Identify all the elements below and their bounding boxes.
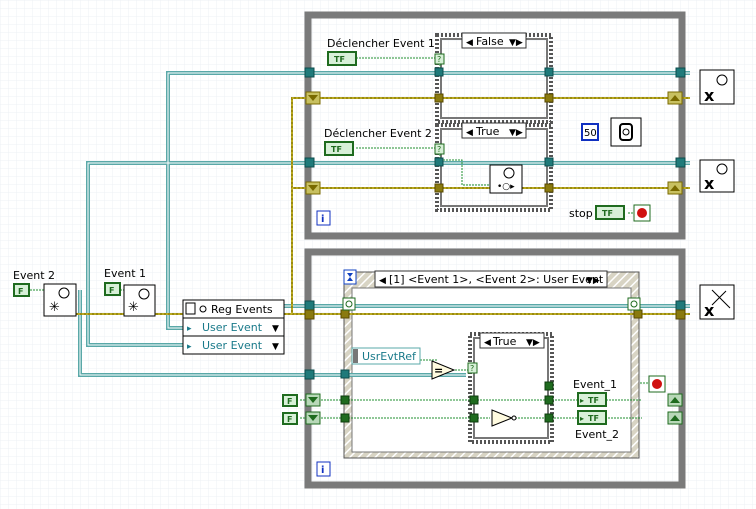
destroy-user-event-1-icon[interactable]: x <box>699 69 735 105</box>
svg-text:▸: ▸ <box>187 342 192 352</box>
shift-register-right-1[interactable] <box>667 91 683 105</box>
error-wires-dotted <box>74 97 690 315</box>
usr-evt-ref-node[interactable]: UsrEvtRef <box>351 347 421 365</box>
event2-constant-f: F <box>18 287 23 296</box>
event-data-node[interactable] <box>342 297 356 311</box>
svg-text:▸: ▸ <box>187 324 192 334</box>
svg-text:▼: ▼ <box>272 324 279 334</box>
svg-text:▼: ▼ <box>272 342 279 352</box>
iteration-terminal-bottom-label: i <box>321 465 324 476</box>
reg-events-input-1: User Event <box>202 321 263 334</box>
event2-label: Event 2 <box>13 269 55 282</box>
event1-constant[interactable]: F <box>104 282 121 296</box>
event1-indicator-tf: TF <box>588 396 599 405</box>
decl-event-2-control[interactable]: TF <box>324 141 354 156</box>
shift-register-left-1[interactable] <box>305 91 321 105</box>
event2-indicator[interactable]: ▸ TF <box>577 410 607 425</box>
wait-constant[interactable]: 50 <box>581 123 599 141</box>
svg-text:?: ? <box>437 55 441 64</box>
equal-node[interactable]: = <box>431 360 456 380</box>
unregister-events-icon[interactable]: x <box>699 284 735 320</box>
svg-text:▸: ▸ <box>580 396 584 405</box>
svg-text:=: = <box>434 364 443 377</box>
svg-text:x: x <box>704 301 715 320</box>
case-selector-2[interactable]: ◀ True ▼▶ <box>461 122 527 139</box>
event2-indicator-label: Event_2 <box>575 428 619 441</box>
event1-indicator-label: Event_1 <box>573 378 617 391</box>
destroy-user-event-2-icon[interactable]: x <box>699 159 735 193</box>
boolean-selector-terminal-2[interactable]: ? <box>434 143 445 155</box>
svg-text:?: ? <box>470 364 474 373</box>
event1-constant-f: F <box>109 286 114 295</box>
iteration-terminal-bottom[interactable]: i <box>316 461 331 477</box>
inner-case-selector-terminal[interactable]: ? <box>467 362 478 374</box>
false-constant-1[interactable]: F <box>282 394 298 407</box>
svg-text:✳: ✳ <box>128 300 139 315</box>
event-data-node-right[interactable] <box>627 297 641 311</box>
wait-ms-icon[interactable] <box>610 117 642 147</box>
svg-text:▸: ▸ <box>580 414 584 423</box>
event2-indicator-tf: TF <box>588 414 599 423</box>
event1-indicator[interactable]: ▸ TF <box>577 392 607 407</box>
decl-event-2-tf: TF <box>331 145 342 154</box>
inner-case-selector[interactable]: ◀ True ▼▶ <box>479 332 545 349</box>
case-selector-1[interactable]: ◀ False ▼▶ <box>461 32 527 49</box>
svg-text:▼▶: ▼▶ <box>509 128 523 138</box>
bottom-stop-terminal-icon[interactable] <box>648 375 666 393</box>
svg-text:▼▶: ▼▶ <box>509 38 523 48</box>
stop-tf: TF <box>602 209 613 218</box>
wait-constant-value: 50 <box>584 128 597 139</box>
boolean-tunnels[interactable] <box>340 381 554 423</box>
stop-terminal-icon[interactable] <box>633 204 651 222</box>
iteration-terminal-top-label: i <box>321 214 324 225</box>
decl-event-1-control[interactable]: TF <box>327 51 357 66</box>
false-constant-1-text: F <box>287 397 292 406</box>
bottom-shift-registers[interactable] <box>305 393 683 425</box>
reg-events-title: Reg Events <box>211 303 273 316</box>
svg-text:◀: ◀ <box>379 276 386 286</box>
event-selector[interactable]: ◀ [1] <Event 1>, <Event 2>: User Event ▼… <box>374 270 608 288</box>
svg-text:◀: ◀ <box>466 128 473 138</box>
svg-text:•○▸: •○▸ <box>497 182 515 192</box>
event1-label: Event 1 <box>104 267 146 280</box>
case-selector-1-value: False <box>476 35 504 48</box>
svg-text:◀: ◀ <box>484 338 491 348</box>
false-constant-2-text: F <box>287 415 292 424</box>
usr-evt-ref-label: UsrEvtRef <box>362 350 417 363</box>
svg-text:▼▶: ▼▶ <box>586 276 600 286</box>
svg-text:x: x <box>704 86 715 105</box>
shift-register-left-2[interactable] <box>305 181 321 195</box>
tunnels[interactable] <box>304 67 686 380</box>
svg-text:?: ? <box>437 145 441 154</box>
event-selector-label: [1] <Event 1>, <Event 2>: User Event <box>389 273 604 286</box>
false-constant-2[interactable]: F <box>282 412 298 425</box>
timeout-icon[interactable] <box>343 269 357 285</box>
reg-events-input-2: User Event <box>202 339 263 352</box>
svg-text:✳: ✳ <box>49 300 60 315</box>
create-user-event-1-icon[interactable]: ✳ <box>123 284 156 317</box>
shift-register-right-2[interactable] <box>667 181 683 195</box>
decl-event-1-tf: TF <box>334 55 345 64</box>
stop-label: stop <box>569 207 593 220</box>
svg-text:x: x <box>704 174 715 193</box>
svg-text:◀: ◀ <box>466 38 473 48</box>
case-selector-2-value: True <box>475 125 500 138</box>
inner-case-selector-value: True <box>492 335 517 348</box>
top-while-loop[interactable] <box>304 11 686 240</box>
generate-user-event-node[interactable]: •○▸ <box>489 164 523 194</box>
stop-control[interactable]: TF <box>595 205 625 220</box>
svg-text:▼▶: ▼▶ <box>526 338 540 348</box>
event2-constant[interactable]: F <box>13 283 30 297</box>
create-user-event-2-icon[interactable]: ✳ <box>43 283 77 317</box>
reg-events-node[interactable]: Reg Events ▸ User Event ▼ ▸ User Event ▼ <box>182 299 285 355</box>
decl-event-2-label: Déclencher Event 2 <box>324 127 432 140</box>
boolean-selector-terminal-1[interactable]: ? <box>434 53 445 65</box>
not-node[interactable] <box>491 409 517 427</box>
bottom-while-loop[interactable] <box>304 248 686 489</box>
iteration-terminal-top[interactable]: i <box>316 210 331 226</box>
decl-event-1-label: Déclencher Event 1 <box>327 37 435 50</box>
